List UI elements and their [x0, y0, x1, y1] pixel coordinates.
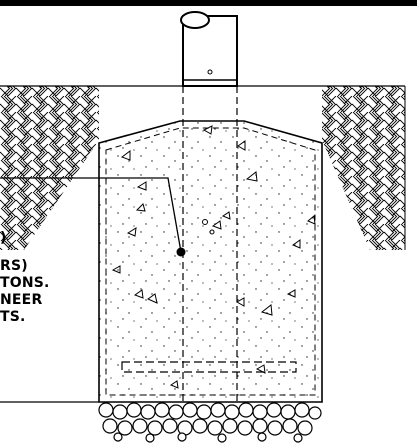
soil-hatch-left [0, 86, 99, 250]
note-line-5: TS. [0, 309, 26, 325]
note-line-4: NEER [0, 292, 43, 308]
base-plate-hidden [121, 361, 297, 373]
note-line-1: ) [0, 230, 7, 246]
aggregate-marks [111, 125, 316, 389]
leader-upper [0, 177, 182, 253]
pole-hole [207, 69, 213, 75]
pole-hidden-lines [182, 86, 238, 402]
note-line-2: RS) [0, 258, 28, 274]
gravel-base [98, 402, 322, 443]
aggregate-circles [202, 219, 215, 235]
top-border [0, 0, 417, 6]
soil-hatch-right [237, 86, 405, 250]
pole-top [180, 11, 210, 29]
note-line-3: TONS. [0, 275, 50, 291]
leader-dot [176, 247, 186, 257]
interior-hidden-lines [105, 127, 316, 396]
